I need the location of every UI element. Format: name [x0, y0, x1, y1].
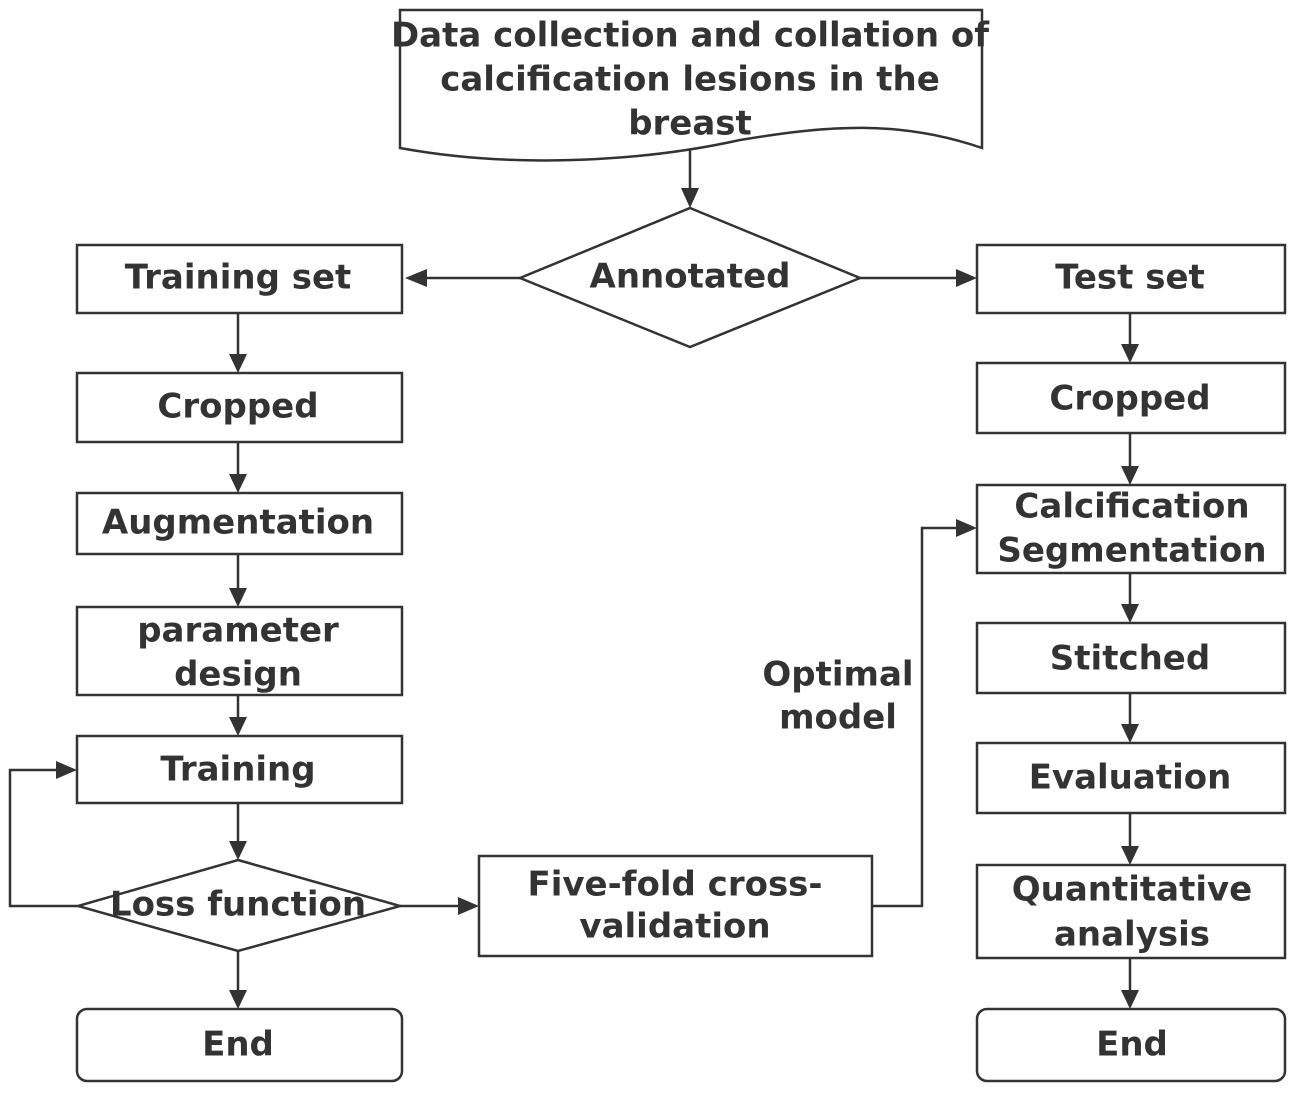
cropped-left-node: Cropped [75, 371, 404, 444]
augmentation-node: Augmentation [75, 491, 404, 556]
calcification-segmentation-line-2: Segmentation [997, 531, 1266, 571]
parameter-design-line-1: parameter [137, 611, 339, 651]
end-right-label: End [1096, 1025, 1168, 1065]
data-collection-line-2: calcification lesions in the [440, 60, 940, 100]
end-left-node: End [75, 1007, 404, 1083]
training-label: Training [160, 750, 315, 790]
stitched-node: Stitched [975, 621, 1287, 695]
calcification-segmentation-node: Calcification Segmentation [975, 483, 1287, 575]
evaluation-node: Evaluation [975, 741, 1287, 815]
connectors [8, 148, 1139, 1009]
end-left-label: End [202, 1025, 274, 1065]
test-set-node: Test set [975, 243, 1287, 315]
data-collection-line-1: Data collection and collation of [391, 16, 990, 56]
loss-function-label: Loss function [110, 885, 366, 925]
optimal-model-line-2: model [779, 698, 897, 738]
training-set-node: Training set [75, 243, 404, 315]
evaluation-label: Evaluation [1029, 758, 1232, 798]
augmentation-label: Augmentation [102, 503, 374, 543]
data-collection-line-3: breast [628, 104, 752, 144]
arrow-five-fold-to-segmentation [872, 526, 958, 908]
parameter-design-line-2: design [174, 655, 302, 695]
quantitative-analysis-line-1: Quantitative [1012, 870, 1253, 910]
optimal-model-line-1: Optimal [762, 655, 913, 695]
five-fold-line-2: validation [579, 907, 770, 947]
cropped-right-node: Cropped [975, 361, 1287, 435]
annotated-label: Annotated [590, 257, 791, 297]
quantitative-analysis-node: Quantitative analysis [975, 863, 1287, 960]
loss-function-decision: Loss function [73, 858, 405, 953]
data-collection-node: Data collection and collation of calcifi… [391, 8, 990, 162]
five-fold-node: Five-fold cross- validation [477, 854, 874, 958]
cropped-right-label: Cropped [1049, 379, 1210, 419]
cropped-left-label: Cropped [157, 387, 318, 427]
five-fold-line-1: Five-fold cross- [527, 865, 822, 905]
annotated-decision: Annotated [516, 206, 864, 349]
quantitative-analysis-line-2: analysis [1054, 915, 1210, 955]
optimal-model-label: Optimal model [762, 655, 913, 738]
calcification-segmentation-line-1: Calcification [1014, 487, 1249, 527]
arrow-loss-function-loop-to-training [8, 768, 78, 908]
training-node: Training [75, 734, 404, 805]
training-set-label: Training set [125, 258, 352, 298]
parameter-design-node: parameter design [75, 605, 404, 697]
test-set-label: Test set [1055, 258, 1205, 298]
stitched-label: Stitched [1050, 639, 1210, 679]
end-right-node: End [975, 1007, 1287, 1083]
